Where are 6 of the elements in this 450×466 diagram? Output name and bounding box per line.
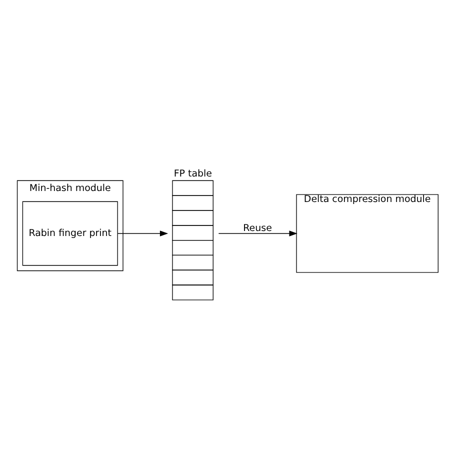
arrow <box>218 230 298 236</box>
arrow <box>117 230 168 236</box>
node-box: Delta compression module <box>296 194 438 272</box>
node-box: Rabin finger print <box>22 200 118 266</box>
node-label: FP table <box>174 168 212 180</box>
edge-label: Reuse <box>243 222 272 234</box>
